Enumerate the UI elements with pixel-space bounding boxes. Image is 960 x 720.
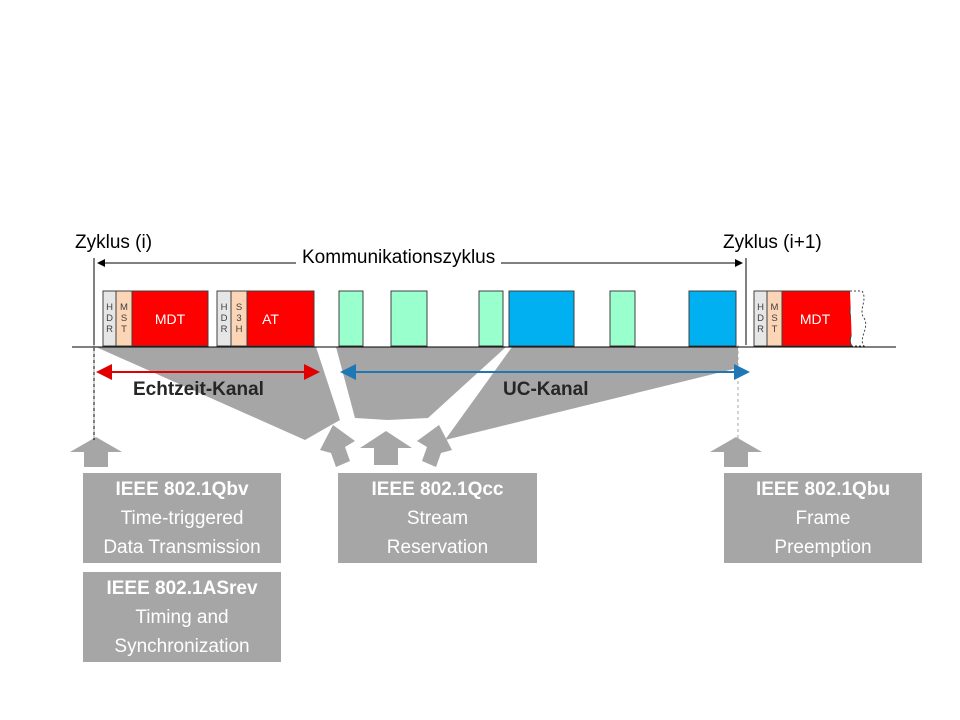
realtime-channel-label: Echtzeit-Kanal: [133, 379, 264, 400]
qcc-box: IEEE 802.1Qcc Stream Reservation: [338, 473, 537, 563]
qbu-box: IEEE 802.1Qbu Frame Preemption: [724, 473, 922, 563]
arrow-up-qcc-left: [320, 425, 355, 467]
frame-mdt-1: [131, 290, 209, 347]
slot-green-3: [478, 290, 504, 347]
asrev-line2: Synchronization: [114, 635, 250, 657]
qbv-line2: Data Transmission: [103, 536, 261, 558]
cycle-name-label: Kommunikationszyklus: [296, 247, 502, 269]
mdt-label-3: MDT: [799, 310, 831, 327]
at-label: AT: [262, 310, 279, 327]
qbv-line1: Time-triggered: [120, 507, 244, 529]
mdt-label-1: MDT: [154, 310, 186, 327]
slot-green-1: [338, 290, 364, 347]
qcc-line1: Stream: [406, 507, 469, 529]
qbv-box: IEEE 802.1Qbv Time-triggered Data Transm…: [83, 473, 281, 563]
uc-channel-label: UC-Kanal: [503, 379, 589, 400]
cycle-start-label: Zyklus (i): [75, 232, 153, 253]
arrow-up-qbu: [710, 437, 762, 467]
slot-blue-2: [688, 290, 737, 347]
asrev-title: IEEE 802.1ASrev: [106, 577, 258, 599]
arrow-up-qbv: [70, 437, 122, 467]
slot-green-2: [390, 290, 428, 347]
arrow-up-qcc-right: [417, 425, 452, 467]
slot-blue-1: [508, 290, 575, 347]
frame-at: [246, 290, 315, 347]
qcc-title: IEEE 802.1Qcc: [371, 478, 504, 500]
slot-green-4: [609, 290, 636, 347]
qcc-line2: Reservation: [386, 536, 489, 558]
qbu-line1: Frame: [795, 507, 851, 529]
qbu-line2: Preemption: [774, 536, 872, 558]
asrev-line1: Timing and: [135, 606, 229, 628]
cycle-end-label: Zyklus (i+1): [723, 232, 822, 253]
frame-mdt-3-torn-edge: [850, 290, 867, 347]
arrow-up-qcc-center: [360, 431, 412, 465]
qbu-title: IEEE 802.1Qbu: [755, 478, 891, 500]
asrev-box: IEEE 802.1ASrev Timing and Synchronizati…: [83, 572, 281, 662]
qbv-title: IEEE 802.1Qbv: [115, 478, 249, 500]
